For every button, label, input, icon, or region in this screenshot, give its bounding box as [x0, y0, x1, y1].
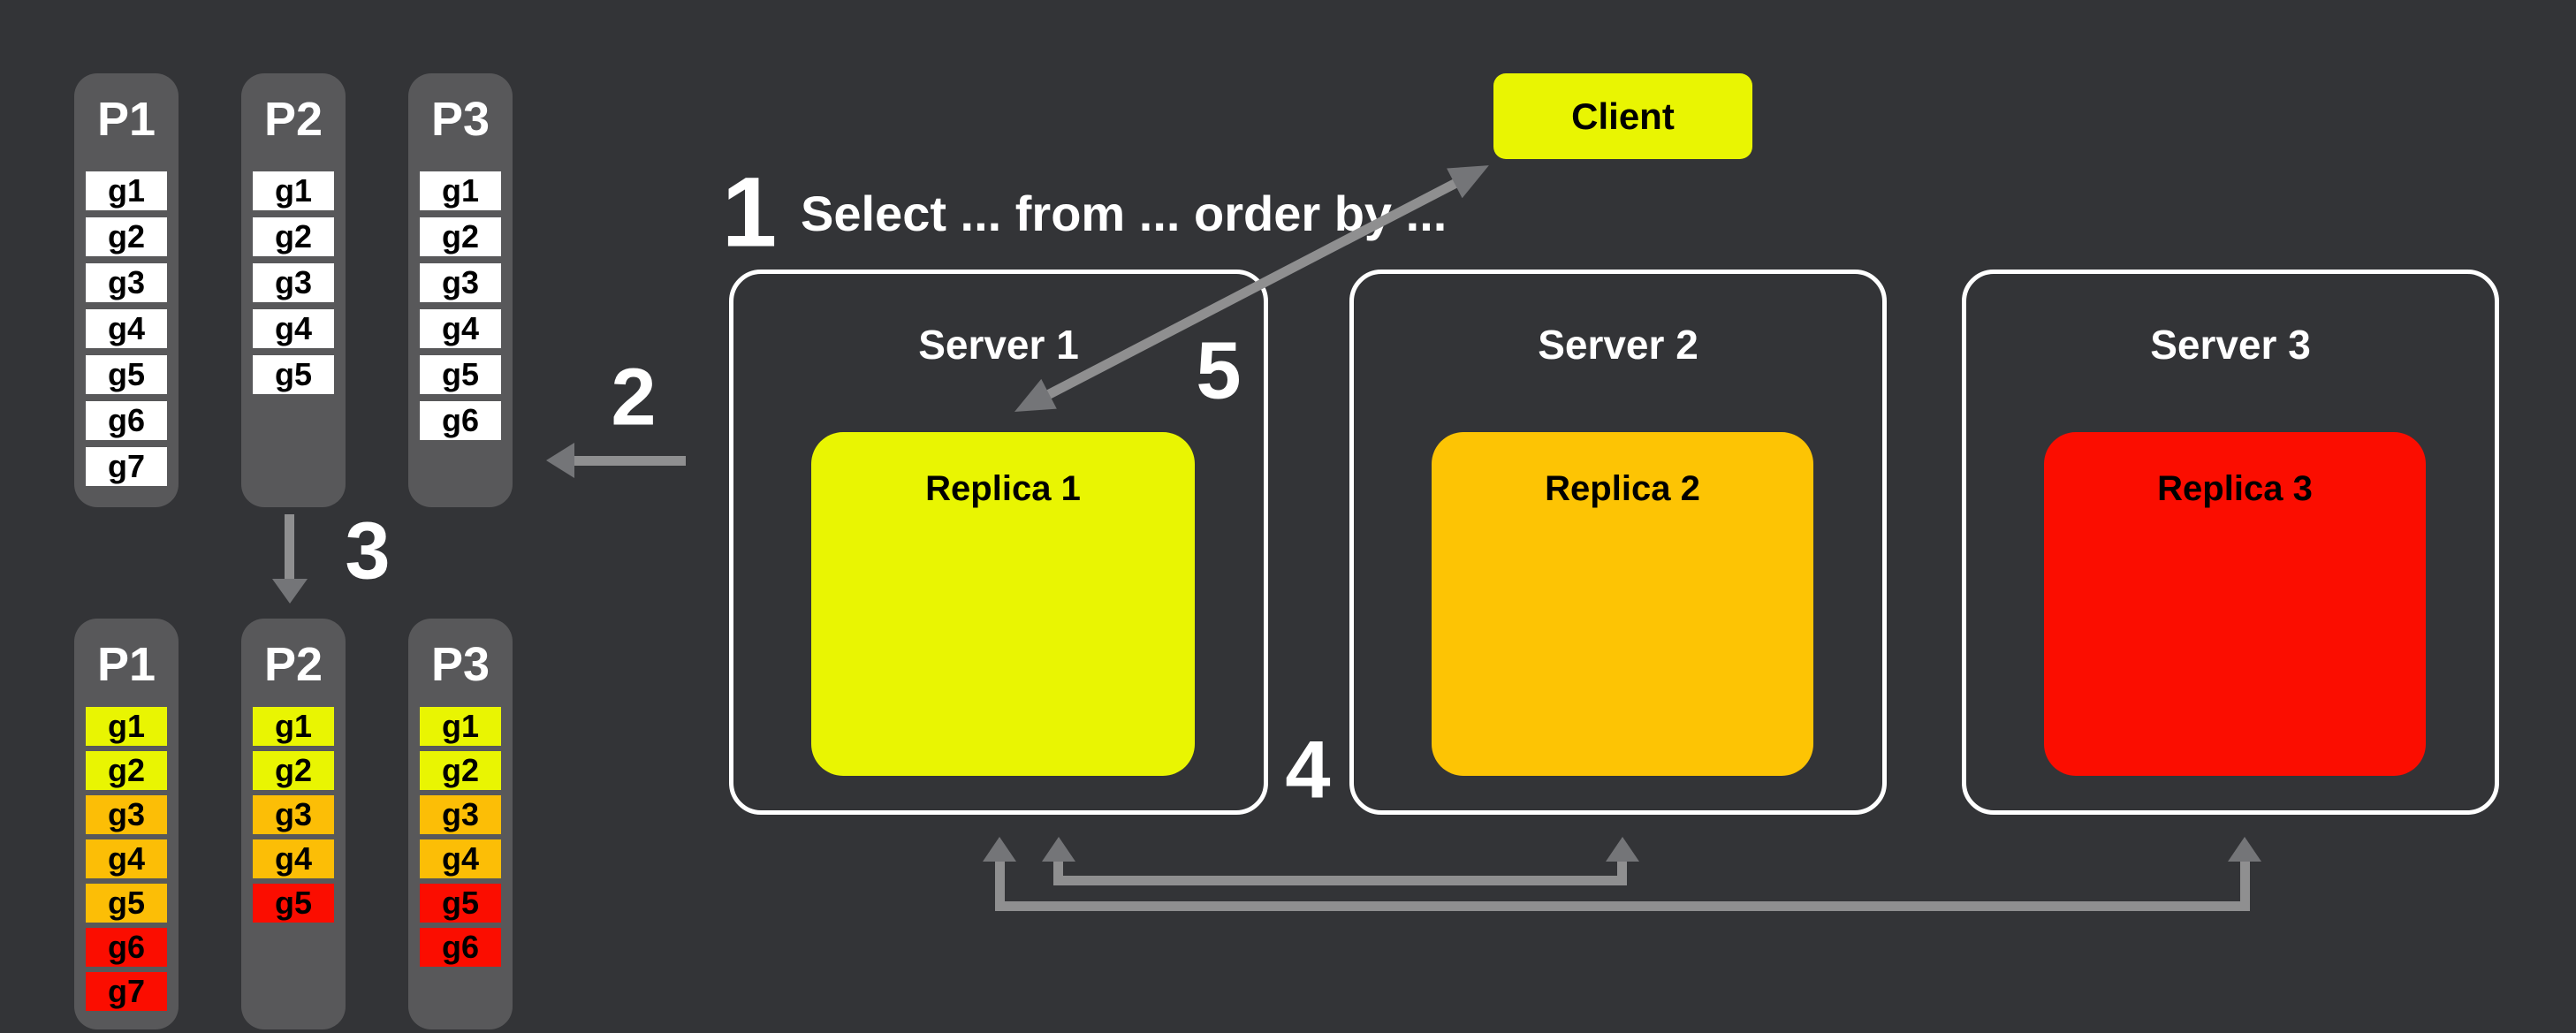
partition-label: P3 — [430, 93, 490, 146]
group-box-g5: g5 — [420, 355, 501, 394]
query-text: Select ... from ... order by ... — [801, 186, 1448, 241]
group-box-g5: g5 — [86, 355, 167, 394]
partition-label: P3 — [430, 638, 490, 691]
group-box-g2: g2 — [420, 751, 501, 790]
partition-column-p3: P3 g1 g2 g3 g4 g5 g6 — [408, 619, 513, 1029]
partition-label: P2 — [263, 93, 323, 146]
group-box-g6: g6 — [420, 401, 501, 440]
group-box-g3: g3 — [86, 263, 167, 302]
group-box-g4: g4 — [86, 309, 167, 348]
group-box-g4: g4 — [420, 839, 501, 878]
s1-s2-link-bar — [1053, 876, 1627, 885]
replica-3-label: Replica 3 — [2157, 469, 2313, 508]
group-box-g4: g4 — [86, 839, 167, 878]
partition-label: P2 — [263, 638, 323, 691]
partition-column-p1: P1 g1 g2 g3 g4 g5 g6 g7 — [74, 73, 179, 507]
s1-s3-link-left-stem — [995, 860, 1005, 911]
server-2-label: Server 2 — [1538, 322, 1698, 368]
group-box-g6: g6 — [86, 401, 167, 440]
group-box-g5: g5 — [253, 355, 334, 394]
group-box-g2: g2 — [253, 217, 334, 256]
sort-arrow-stem — [285, 514, 294, 585]
group-box-g1: g1 — [420, 171, 501, 210]
group-box-g6: g6 — [420, 928, 501, 967]
partition-column-p3: P3 g1 g2 g3 g4 g5 g6 — [408, 73, 513, 507]
replica-1-box: Replica 1 — [811, 432, 1195, 776]
server-2-box: Server 2 Replica 2 — [1349, 270, 1887, 815]
group-box-g4: g4 — [253, 839, 334, 878]
step-3-number: 3 — [345, 505, 391, 596]
group-box-g7: g7 — [86, 972, 167, 1011]
replica-2-box: Replica 2 — [1432, 432, 1813, 776]
s1-s3-link-right-stem — [2240, 860, 2250, 911]
group-box-g6: g6 — [86, 928, 167, 967]
group-box-g3: g3 — [86, 795, 167, 834]
s1-s2-link-right-stem — [1617, 860, 1627, 885]
server-1-box: Server 1 Replica 1 — [729, 270, 1268, 815]
group-box-g4: g4 — [253, 309, 334, 348]
partition-column-p1: P1 g1 g2 g3 g4 g5 g6 g7 — [74, 619, 179, 1029]
sort-arrowhead-down-icon — [272, 579, 308, 604]
client-label: Client — [1571, 95, 1675, 137]
group-box-g2: g2 — [86, 751, 167, 790]
group-box-g7: g7 — [86, 447, 167, 486]
group-box-g3: g3 — [420, 263, 501, 302]
partition-label: P1 — [96, 638, 156, 691]
group-box-g2: g2 — [420, 217, 501, 256]
partition-label: P1 — [96, 93, 156, 146]
group-box-g2: g2 — [253, 751, 334, 790]
group-box-g1: g1 — [420, 707, 501, 746]
group-box-g3: g3 — [420, 795, 501, 834]
scatter-arrowhead-left-icon — [546, 443, 574, 478]
replica-1-label: Replica 1 — [925, 469, 1081, 508]
server-3-box: Server 3 Replica 3 — [1962, 270, 2499, 815]
server-3-label: Server 3 — [2150, 322, 2311, 368]
group-box-g2: g2 — [86, 217, 167, 256]
s1-s2-link-left-stem — [1053, 860, 1063, 885]
replica-2-label: Replica 2 — [1545, 469, 1700, 508]
group-box-g3: g3 — [253, 263, 334, 302]
group-box-g5: g5 — [420, 884, 501, 923]
s1-s3-link-bar — [995, 901, 2250, 911]
group-box-g5: g5 — [86, 884, 167, 923]
scatter-arrow-stem — [573, 456, 686, 466]
partition-column-p2: P2 g1 g2 g3 g4 g5 — [241, 73, 346, 507]
group-box-g1: g1 — [253, 171, 334, 210]
client-box: Client — [1493, 73, 1752, 159]
group-box-g5: g5 — [253, 884, 334, 923]
s1-s3-arrowhead-right-icon — [2228, 837, 2261, 862]
partition-column-p2: P2 g1 g2 g3 g4 g5 — [241, 619, 346, 1029]
group-box-g1: g1 — [86, 171, 167, 210]
group-box-g1: g1 — [253, 707, 334, 746]
s1-s2-arrowhead-right-icon — [1606, 837, 1639, 862]
step-5-number: 5 — [1196, 325, 1242, 416]
step-1-number: 1 — [721, 156, 778, 268]
step-2-number: 2 — [611, 352, 657, 443]
group-box-g3: g3 — [253, 795, 334, 834]
group-box-g1: g1 — [86, 707, 167, 746]
step-4-number: 4 — [1285, 725, 1331, 816]
arrowhead-to-client-icon — [1447, 150, 1497, 199]
s1-s2-arrowhead-left-icon — [1042, 837, 1075, 862]
s1-s3-arrowhead-left-icon — [983, 837, 1016, 862]
server-1-label: Server 1 — [918, 322, 1079, 368]
replica-3-box: Replica 3 — [2044, 432, 2426, 776]
group-box-g4: g4 — [420, 309, 501, 348]
